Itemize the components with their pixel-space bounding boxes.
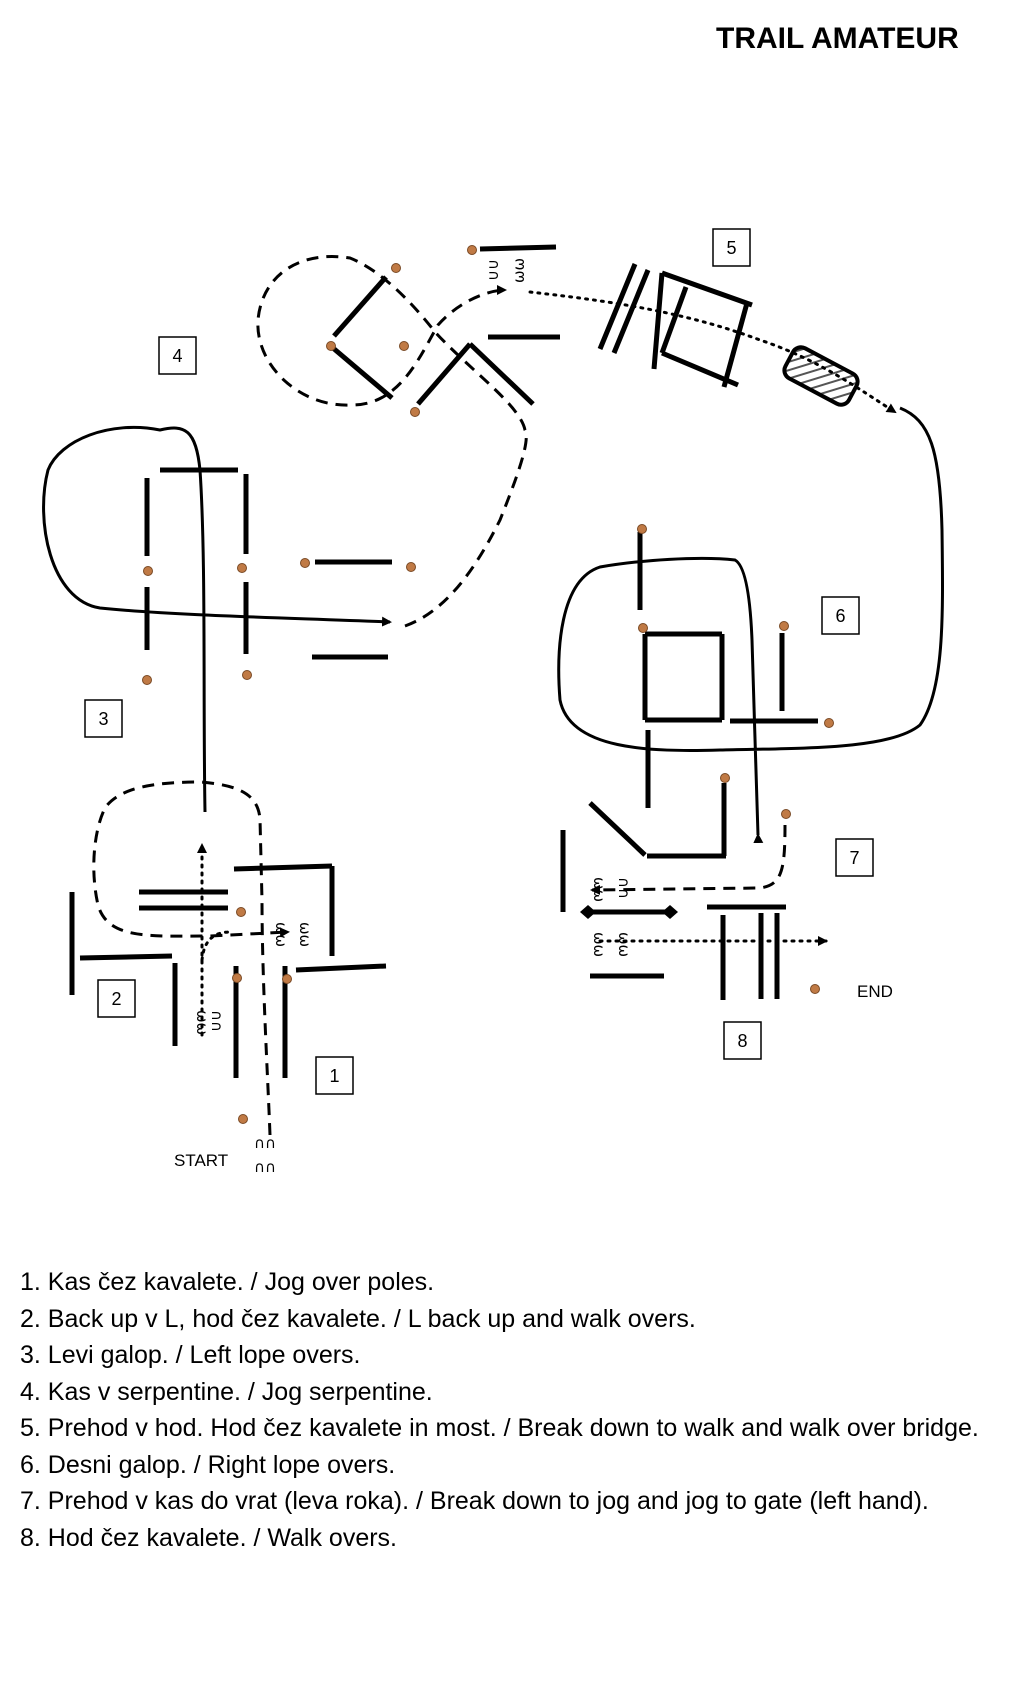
instruction-item: 6. Desni galop. / Right lope overs. [20,1450,396,1479]
pole [79,953,173,961]
pole [332,275,388,338]
obstacle-number-2: 2 [111,989,121,1009]
hoof-mark-lope: ωω [590,877,608,902]
cone [232,973,242,983]
hoof-mark-walk: ∪∪ [484,259,502,281]
instruction-item: 3. Levi galop. / Left lope overs. [20,1341,361,1369]
cone [637,524,647,534]
solid-route-lines [42,406,944,844]
hoof-mark-jog: ∩∩ [254,1158,276,1176]
hoof-mark-jog: ∩∩ [254,1134,276,1152]
cone [282,974,292,984]
number-box-7 [835,838,874,877]
jog-route-7 [590,824,787,895]
instruction-item: 1. Kas čez kavalete. / Jog over poles. [20,1268,435,1296]
pole [331,346,394,400]
hoof-mark-lope: ωω [510,258,528,283]
pole [597,263,638,350]
number-box-2 [97,979,136,1018]
cone [391,263,401,273]
pole [588,801,647,857]
cone [779,621,789,631]
hoof-marks: ∩∩ ∩∩ ωω ωω ωω ∩∩ ∪∪ ωω ωω ∩∩ ωω ωω [193,258,633,1176]
cone [810,984,820,994]
jog-route-1-2 [92,780,290,1136]
number-box-5 [712,228,751,267]
walk-route-5 [528,290,897,414]
cone [142,675,152,685]
cone [237,563,247,573]
hoof-mark-lope: ωω [590,932,608,957]
page-title: TRAIL AMATEUR [716,22,959,55]
cone [143,566,153,576]
jog-route-4 [256,255,528,628]
hoof-mark-lope: ωω [193,1010,211,1035]
hoof-mark-lope: ωω [296,922,314,947]
pole [651,272,665,370]
obstacle-number-1: 1 [329,1066,339,1086]
pole [661,270,753,308]
cones [142,245,834,1124]
cone [326,341,336,351]
hoof-mark-jog: ∩∩ [208,1010,226,1032]
obstacle-number-5: 5 [726,238,736,258]
cone [399,341,409,351]
hoof-mark-lope: ωω [615,932,633,957]
instructions-list: 1. Kas čez kavalete. / Jog over poles. 2… [20,1264,1010,1556]
poles [69,244,818,1078]
cone [406,562,416,572]
cone [467,245,477,255]
pole [416,342,472,406]
cone [720,773,730,783]
bridge [782,345,860,407]
cone [238,1114,248,1124]
number-box-1 [315,1056,354,1095]
cone [410,407,420,417]
cone [300,558,310,568]
instruction-item: 2. Back up v L, hod čez kavalete. / L ba… [20,1304,696,1333]
cone [781,809,791,819]
pole [233,863,333,872]
pole [659,286,689,354]
cone [242,670,252,680]
pole [295,963,387,973]
cone [824,718,834,728]
lope-route-6 [557,406,944,844]
dotted-route-lines [197,290,897,1037]
obstacle-number-8: 8 [737,1031,747,1051]
lope-route-3 [42,425,392,813]
cone [638,623,648,633]
number-box-6 [821,596,860,635]
instruction-item: 5. Prehod v hod. Hod čez kavalete in mos… [20,1414,979,1442]
gate-rope [580,905,678,919]
number-box-4 [158,336,197,375]
instruction-item: 8. Hod čez kavalete. / Walk overs. [20,1523,398,1552]
cone [236,907,246,917]
end-label: END [857,982,893,1001]
walk-backup-2b [200,930,232,962]
start-label: START [174,1151,228,1170]
dashed-route-lines [92,255,787,1136]
instruction-item: 7. Prehod v kas do vrat (leva roka). / B… [20,1487,929,1515]
obstacle-number-6: 6 [835,606,845,626]
obstacle-number-3: 3 [98,709,108,729]
hoof-mark-lope: ωω [272,922,290,947]
number-box-3 [84,699,123,738]
pole [468,342,535,406]
pole [611,269,651,354]
hoof-mark-jog: ∩∩ [615,877,633,899]
obstacle-number-4: 4 [172,346,182,366]
number-box-8 [723,1021,762,1060]
pole [479,244,557,252]
obstacle-number-labels: 1 2 3 4 5 6 7 8 [98,238,859,1086]
pole [721,302,750,388]
obstacle-number-boxes [84,228,874,1095]
instruction-item: 4. Kas v serpentine. / Jog serpentine. [20,1377,433,1406]
obstacle-number-7: 7 [849,848,859,868]
